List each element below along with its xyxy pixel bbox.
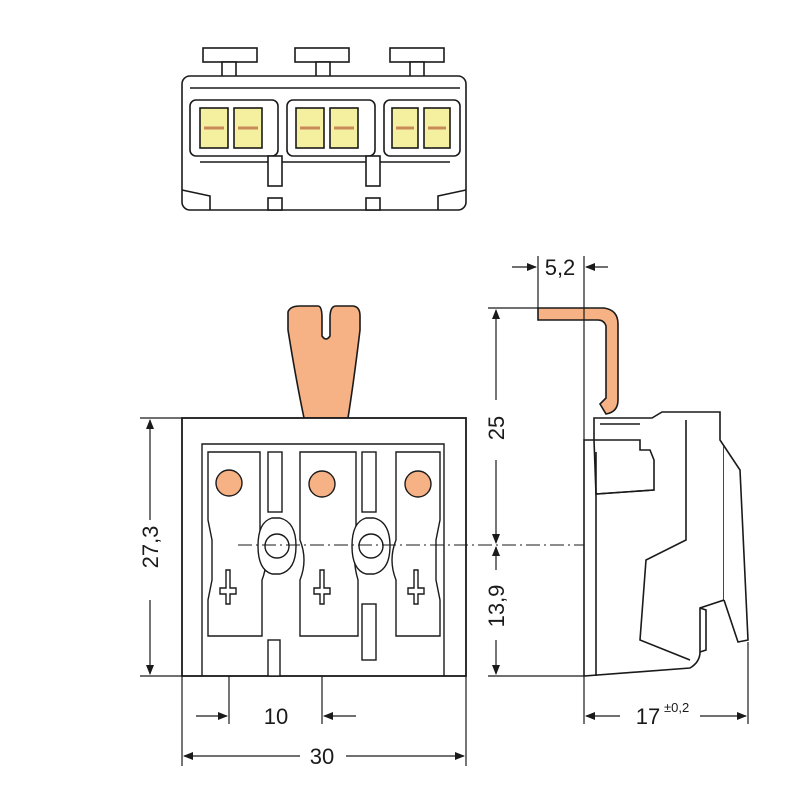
top-clamp-windows (189, 99, 461, 157)
front-view (181, 305, 600, 677)
dimension-lines (140, 256, 749, 766)
dim-depth-tolerance: ±0,2 (664, 700, 689, 715)
top-view (181, 47, 467, 211)
dim-lever-offset: 5,2 (545, 255, 576, 280)
front-ribs (267, 451, 377, 677)
dimension-labels: 27,3 25 13,9 5,2 10 30 17 ±0,2 (138, 255, 689, 769)
front-mounting-holes (257, 517, 391, 575)
dim-pitch: 10 (264, 704, 288, 729)
dim-width-total: 30 (310, 744, 334, 769)
front-test-holes (215, 469, 432, 498)
side-lever (537, 307, 619, 415)
front-lever (287, 305, 361, 419)
dim-height-lower: 13,9 (484, 585, 509, 628)
dim-height-body: 27,3 (138, 526, 163, 569)
front-contact-markers (219, 569, 425, 605)
dim-depth: 17 (636, 704, 660, 729)
dim-height-lever: 25 (484, 416, 509, 440)
side-view (537, 307, 749, 677)
